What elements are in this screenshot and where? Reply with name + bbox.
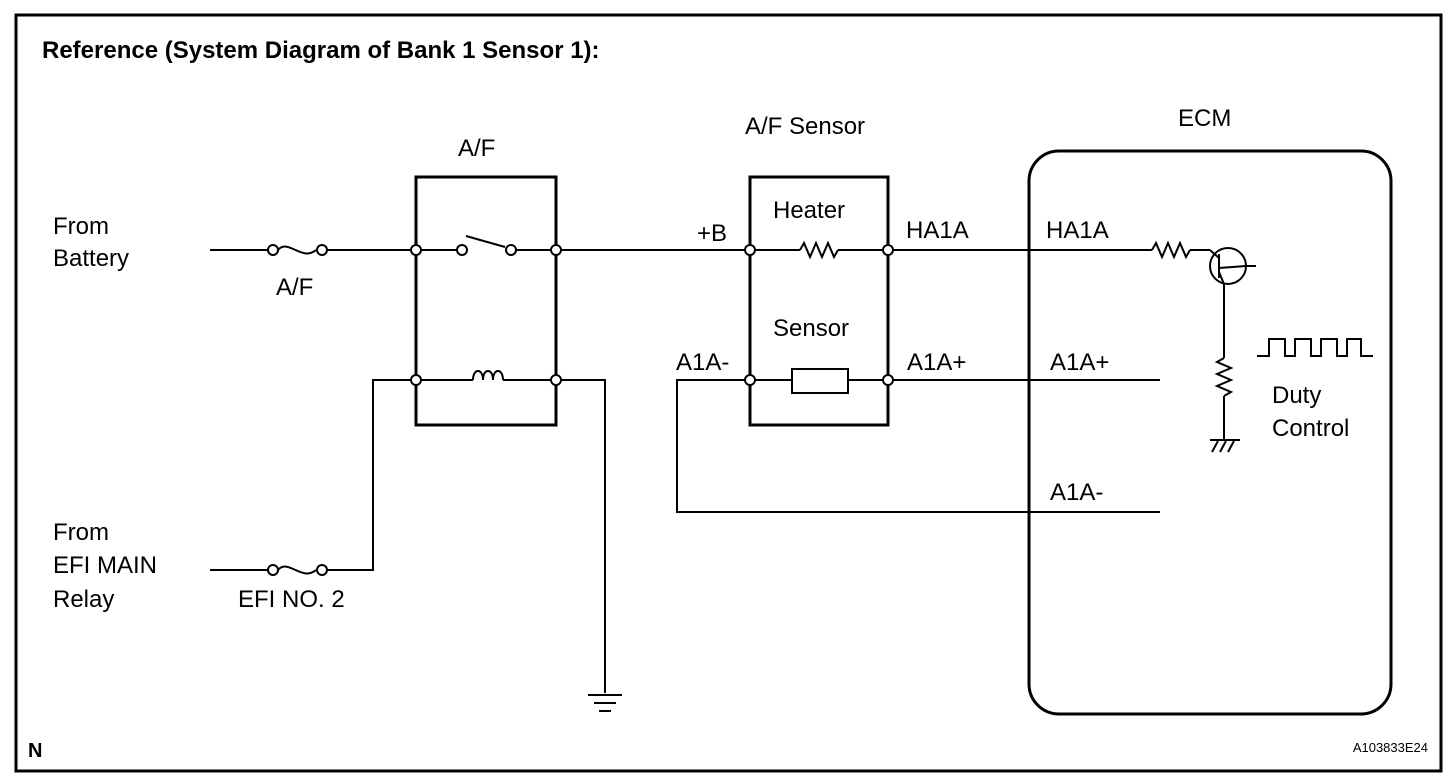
relay-ground-circuit (561, 379, 622, 712)
pin-b-label: +B (697, 220, 727, 247)
af-sensor (744, 175, 894, 427)
relay-switch-contact (465, 235, 506, 248)
a1a-minus-wire (676, 379, 1160, 513)
from-efi-label-1: From (53, 519, 109, 546)
af-relay (410, 175, 562, 427)
af-fuse-symbol (277, 245, 317, 255)
heater-label: Heater (773, 197, 845, 224)
ecm-resistor-symbol (1151, 240, 1191, 260)
af-fuse-label: A/F (276, 274, 313, 301)
pin-ha1a-ecm-label: HA1A (1046, 217, 1109, 244)
sensor-label: A/F Sensor (745, 113, 865, 140)
ecm-label: ECM (1178, 105, 1231, 132)
from-battery-label-1: From (53, 213, 109, 240)
duty-waveform-icon (1257, 338, 1373, 357)
efi-fuse-symbol (277, 565, 317, 575)
efi-fuse-label: EFI NO. 2 (238, 586, 345, 613)
pulldown-resistor-symbol (1214, 357, 1234, 397)
efi-circuit (210, 379, 411, 576)
sensor-element-symbol (791, 368, 849, 394)
from-battery-label-2: Battery (53, 245, 129, 272)
relay-label: A/F (458, 135, 495, 162)
heater-resistor-symbol (799, 240, 839, 260)
relay-coil-symbol (472, 370, 504, 381)
duty-label-1: Duty (1272, 382, 1321, 409)
from-efi-label-3: Relay (53, 586, 114, 613)
sensor-element-label: Sensor (773, 315, 849, 342)
diagram-frame (14, 13, 1443, 773)
battery-circuit (210, 244, 411, 256)
pin-a1a-minus-sensor-label: A1A- (676, 349, 729, 376)
pin-ha1a-sensor-label: HA1A (906, 217, 969, 244)
ecm-driver-circuit (1151, 240, 1256, 453)
pin-a1a-plus-sensor-label: A1A+ (907, 349, 966, 376)
pin-a1a-minus-ecm-label: A1A- (1050, 479, 1103, 506)
diagram-title: Reference (System Diagram of Bank 1 Sens… (42, 37, 600, 64)
duty-label-2: Control (1272, 415, 1349, 442)
pin-a1a-plus-ecm-label: A1A+ (1050, 349, 1109, 376)
from-efi-label-2: EFI MAIN (53, 552, 157, 579)
ecm-box (1027, 149, 1393, 716)
figure-code: A103833E24 (1353, 740, 1428, 755)
footer-n-label: N (28, 740, 42, 762)
